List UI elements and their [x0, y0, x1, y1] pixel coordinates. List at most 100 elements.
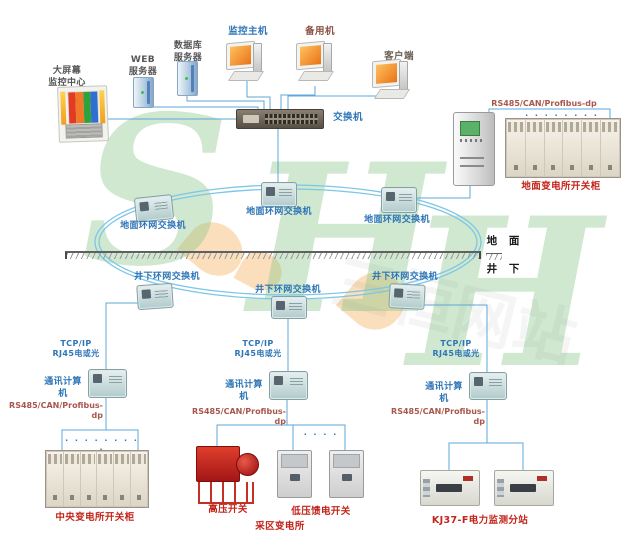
ground-surface-hatch-small [486, 253, 502, 260]
hv-switch-body [196, 446, 240, 482]
cabinet-screen [460, 121, 480, 136]
switchgear-cabinet [80, 452, 97, 506]
comm-computer-label: 通讯计算机 [425, 382, 463, 404]
client-label: 客户端 [384, 51, 414, 62]
mining-substation-label: 采区变电所 [255, 521, 305, 532]
switchgear-cabinet [507, 120, 525, 176]
comm-computer-label: 通讯计算机 [225, 380, 263, 402]
db-server-label: 数据库 服务器 [173, 41, 203, 63]
big-screen-side-column [60, 91, 67, 125]
continuation-dots: · · · · [303, 430, 339, 439]
power-monitoring-substation-device [494, 470, 554, 506]
underground-ring-switch-device [271, 296, 307, 319]
tcp-link-label: TCP/IP RJ45电或光 [432, 339, 480, 359]
hv-switch-frame [198, 482, 254, 504]
underground-ring-switch-label: 井下环网交换机 [134, 272, 200, 282]
power-monitoring-substation-device [420, 470, 480, 506]
ground-ring-switch-device [261, 182, 297, 207]
monitor-host-label: 监控主机 [228, 26, 268, 37]
db-server-device [177, 61, 198, 96]
watermark-letter-h: H [408, 174, 602, 414]
ground-ring-switch-device [381, 187, 417, 213]
underground-ring-switch-label: 井下环网交换机 [255, 285, 321, 295]
keyboard-icon [373, 89, 411, 99]
switchgear-cabinet [131, 452, 147, 506]
pc-tower-icon [253, 43, 262, 72]
high-voltage-switch-device [196, 446, 260, 504]
switchgear-cabinet [582, 120, 601, 176]
comm-computer-label: 通讯计算机 [44, 377, 82, 399]
continuation-dots: · · · · · · · · [525, 111, 599, 120]
surface-substation-bus-label: RS485/CAN/Profibus-dp [491, 99, 597, 108]
surface-switchgear-row [505, 118, 621, 178]
ethernet-switch-label: 交换机 [333, 112, 363, 123]
device-led [463, 476, 473, 481]
big-screen-display [67, 90, 100, 125]
ground-surface-hatch [65, 251, 481, 259]
switchgear-cabinet [47, 452, 63, 506]
switchgear-cabinet [97, 452, 114, 506]
ground-ring-switch-label: 地面环网交换机 [120, 221, 186, 231]
backup-host-device [296, 40, 338, 82]
switchgear-cabinet [114, 452, 131, 506]
device-slot [436, 484, 462, 492]
ground-ring-switch-label: 地面环网交换机 [246, 207, 312, 217]
lv-feeder-label: 低压馈电开关 [291, 506, 351, 517]
hv-switch-label: 高压开关 [208, 504, 248, 515]
monitor-icon [226, 40, 255, 71]
big-screen-device [57, 85, 109, 143]
switchgear-cabinet [563, 120, 582, 176]
switchgear-cabinet [63, 452, 80, 506]
underground-ring-switch-device [136, 282, 174, 311]
keyboard-icon [297, 71, 335, 81]
ethernet-switch-device [236, 109, 324, 129]
continuation-dots: · · · · · · · · · [65, 436, 139, 454]
comm-computer-device [269, 371, 308, 400]
big-screen-label: 大屏幕 监控中心 [48, 66, 86, 88]
underground-ring-switch-device [388, 283, 426, 310]
ground-ring-switch-device [133, 194, 175, 223]
fieldbus-label: RS485/CAN/Profibus-dp [391, 407, 485, 427]
comm-computer-device [469, 372, 507, 400]
pc-tower-icon [323, 43, 332, 72]
central-switchgear-row [45, 450, 149, 508]
web-server-label: WEB 服务器 [128, 55, 158, 77]
backup-host-label: 备用机 [305, 26, 335, 37]
tcp-link-label: TCP/IP RJ45电或光 [234, 339, 282, 359]
underground-ring-switch-label: 井下环网交换机 [372, 272, 438, 282]
device-led [537, 476, 547, 481]
cabinet-slot [460, 165, 484, 167]
connector-block [423, 479, 430, 497]
hv-switch-cylinder [236, 453, 259, 476]
connector-block [497, 479, 504, 497]
device-slot [510, 484, 536, 492]
big-screen-base [65, 123, 103, 139]
cabinet-buttons [460, 139, 482, 142]
switchgear-cabinet [525, 120, 544, 176]
underground-side-label: 井 下 [486, 263, 524, 275]
monitor-host-device [226, 40, 268, 82]
low-voltage-feeder-device [329, 450, 364, 498]
pc-tower-icon [399, 61, 408, 90]
ground-ring-switch-label: 地面环网交换机 [364, 215, 430, 225]
power-monitoring-substation-label: KJ37-F电力监测分站 [431, 515, 529, 526]
fieldbus-label: RS485/CAN/Profibus-dp [9, 401, 103, 421]
monitor-icon [372, 58, 401, 89]
cabinet-slot [460, 157, 484, 159]
low-voltage-feeder-device [277, 450, 312, 498]
surface-side-label: 地 面 [486, 235, 524, 247]
tcp-link-label: TCP/IP RJ45电或光 [52, 339, 100, 359]
surface-comm-cabinet-device [453, 112, 495, 186]
fieldbus-label: RS485/CAN/Profibus-dp [192, 407, 286, 427]
client-device [372, 58, 414, 100]
switchgear-cabinet [544, 120, 563, 176]
keyboard-icon [227, 71, 265, 81]
big-screen-side-column [99, 90, 106, 124]
comm-computer-device [88, 369, 127, 398]
switchgear-cabinet [601, 120, 619, 176]
monitor-icon [296, 40, 325, 71]
central-switchgear-label: 中央变电所开关柜 [55, 512, 135, 523]
surface-switchgear-label: 地面变电所开关柜 [521, 181, 601, 192]
